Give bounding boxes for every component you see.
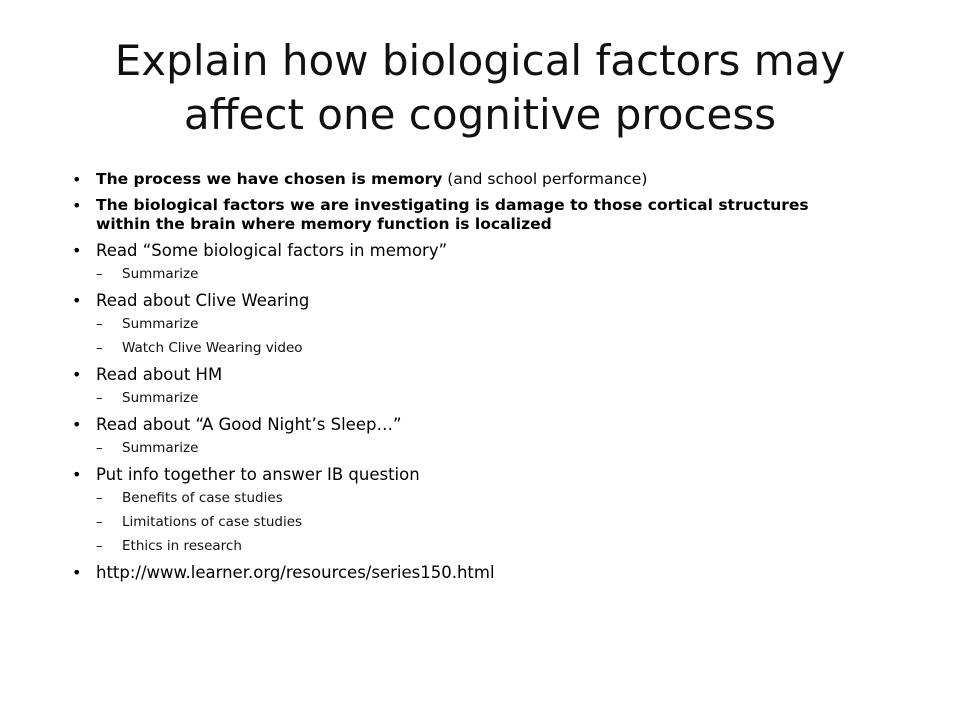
bullet-dot-icon: •	[72, 170, 82, 189]
bullet-dot-icon: •	[72, 563, 82, 582]
sub-item: – Summarize	[96, 388, 852, 408]
bullet-dot-icon: •	[72, 415, 82, 434]
slide-title-line-1: Explain how biological factors may	[114, 36, 846, 85]
bullet-dot-icon: •	[72, 241, 82, 260]
bullet-dot-icon: •	[72, 465, 82, 484]
sub-item: – Limitations of case studies	[96, 512, 852, 532]
bullet-text: Put info together to answer IB question	[96, 465, 420, 484]
sub-item: – Benefits of case studies	[96, 488, 852, 508]
sub-item-text: Limitations of case studies	[122, 514, 303, 530]
sub-item: – Summarize	[96, 438, 852, 458]
dash-icon: –	[96, 440, 103, 456]
dash-icon: –	[96, 316, 103, 332]
bullet-text: http://www.learner.org/resources/series1…	[96, 563, 495, 582]
bullet-dot-icon: •	[72, 365, 82, 384]
bullet-text: Read about HM	[96, 365, 223, 384]
sub-list: – Summarize – Watch Clive Wearing video	[96, 314, 852, 358]
sub-list: – Summarize	[96, 264, 852, 284]
dash-icon: –	[96, 340, 103, 356]
sub-item-text: Benefits of case studies	[122, 490, 283, 506]
sub-item: – Summarize	[96, 264, 852, 284]
sub-list: – Summarize	[96, 438, 852, 458]
sub-item: – Watch Clive Wearing video	[96, 338, 852, 358]
bullet-text: Read about “A Good Night’s Sleep…”	[96, 415, 402, 434]
dash-icon: –	[96, 266, 103, 282]
sub-item: – Ethics in research	[96, 536, 852, 556]
bullet-item: • Read about “A Good Night’s Sleep…” – Summ…	[72, 415, 852, 458]
sub-item-text: Summarize	[122, 266, 199, 282]
sub-item-text: Watch Clive Wearing video	[122, 340, 303, 356]
bullet-bold-text: The biological factors we are investigat…	[96, 196, 809, 233]
bullet-item: • The biological factors we are investiga…	[72, 196, 852, 234]
dash-icon: –	[96, 514, 103, 530]
sub-item-text: Summarize	[122, 390, 199, 406]
bullet-list: • The process we have chosen is memory (a…	[72, 170, 852, 590]
sub-item-text: Summarize	[122, 440, 199, 456]
bullet-item: • http://www.learner.org/resources/series…	[72, 563, 852, 583]
bullet-text: Read “Some biological factors in memory”	[96, 241, 448, 260]
slide-title-line-2: affect one cognitive process	[183, 90, 777, 139]
bullet-dot-icon: •	[72, 291, 82, 310]
bullet-text: (and school performance)	[442, 170, 648, 188]
sub-item-text: Summarize	[122, 316, 199, 332]
dash-icon: –	[96, 490, 103, 506]
bullet-bold-text: The process we have chosen is memory	[96, 170, 443, 188]
bullet-item: • Read about Clive Wearing – Summarize – Watc…	[72, 291, 852, 358]
bullet-item: • Read about HM – Summarize	[72, 365, 852, 408]
dash-icon: –	[96, 390, 103, 406]
dash-icon: –	[96, 538, 103, 554]
slide-title: Explain how biological factors may affec…	[60, 34, 900, 142]
sub-item: – Summarize	[96, 314, 852, 334]
bullet-item: • Read “Some biological factors in memory…	[72, 241, 852, 284]
sub-list: – Benefits of case studies – Limitations of…	[96, 488, 852, 556]
bullet-item: • The process we have chosen is memory (a…	[72, 170, 852, 189]
sub-list: – Summarize	[96, 388, 852, 408]
bullet-dot-icon: •	[72, 196, 82, 215]
sub-item-text: Ethics in research	[122, 538, 242, 554]
bullet-text: Read about Clive Wearing	[96, 291, 310, 310]
bullet-item: • Put info together to answer IB question…	[72, 465, 852, 556]
